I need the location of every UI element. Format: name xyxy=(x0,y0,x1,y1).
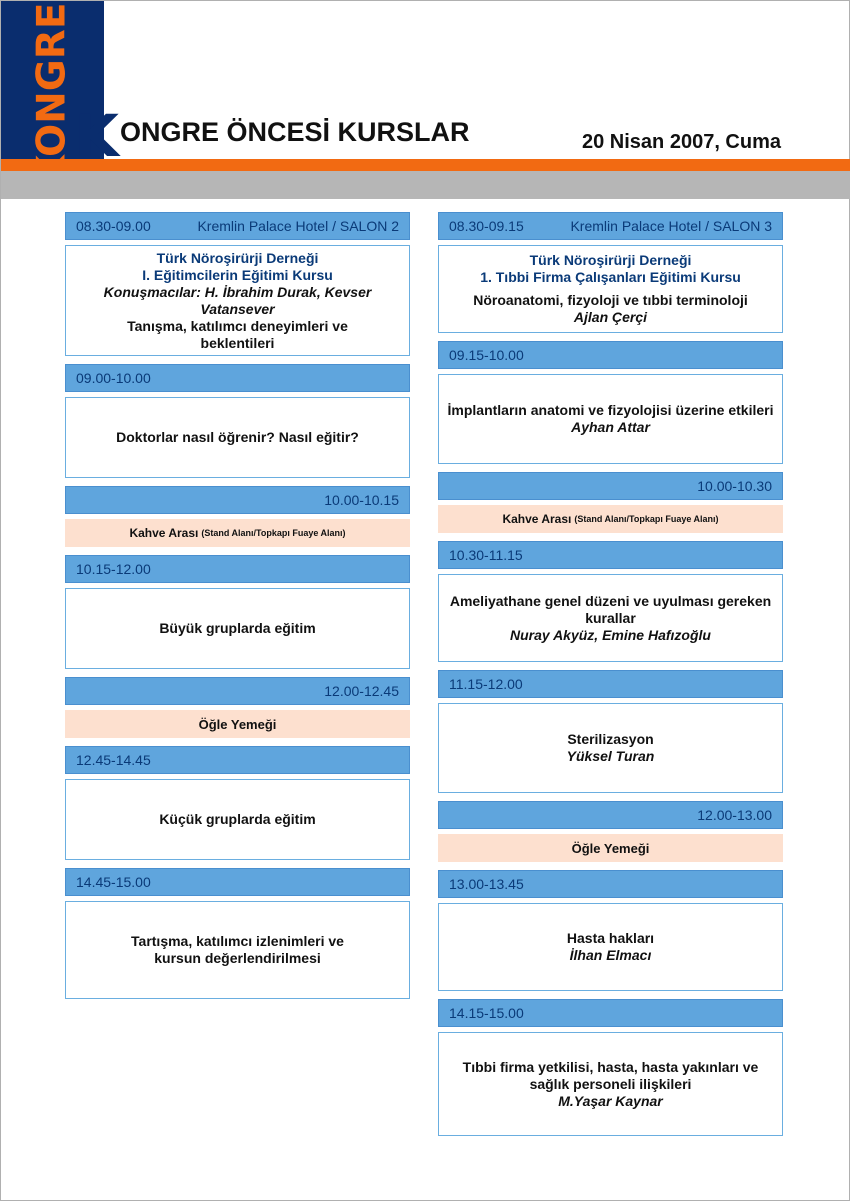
time-slot-bar: 14.15-15.00 xyxy=(438,999,783,1027)
course-title: I. Eğitimcilerin Eğitimi Kursu xyxy=(142,266,333,283)
time-slot-bar: 09.15-10.00 xyxy=(438,341,783,369)
session-topic: Nöroanatomi, fizyoloji ve tıbbi terminol… xyxy=(473,292,748,308)
session-topic: İmplantların anatomi ve fizyolojisi üzer… xyxy=(447,402,774,418)
session-box: İmplantların anatomi ve fizyolojisi üzer… xyxy=(438,374,783,464)
coffee-break-bar: Kahve Arası (Stand Alanı/Topkapı Fuaye A… xyxy=(65,519,410,547)
coffee-break-bar: Kahve Arası (Stand Alanı/Topkapı Fuaye A… xyxy=(438,505,783,533)
time-slot-bar: 11.15-12.00 xyxy=(438,670,783,698)
logo-text: KONGRE xyxy=(29,2,75,169)
lunch-break-bar: Öğle Yemeği xyxy=(438,834,783,862)
time-slot-bar: 10.30-11.15 xyxy=(438,541,783,569)
venue: Kremlin Palace Hotel / SALON 3 xyxy=(570,218,772,234)
time-slot: 13.00-13.45 xyxy=(449,876,524,892)
time-slot-bar: 09.00-10.00 xyxy=(65,364,410,392)
time-slot-bar: 10.00-10.15 xyxy=(65,486,410,514)
venue: Kremlin Palace Hotel / SALON 2 xyxy=(197,218,399,234)
session-topic: Doktorlar nasıl öğrenir? Nasıl eğitir? xyxy=(116,429,359,445)
break-location: (Stand Alanı/Topkapı Fuaye Alanı) xyxy=(201,528,346,538)
speaker: Ajlan Çerçi xyxy=(573,309,648,325)
organizer: Türk Nöroşirürji Derneği xyxy=(529,252,692,268)
speaker: Nuray Akyüz, Emine Hafızoğlu xyxy=(510,626,711,643)
break-location: (Stand Alanı/Topkapı Fuaye Alanı) xyxy=(574,514,719,524)
time-slot: 14.15-15.00 xyxy=(449,1005,524,1021)
session-topic: Tartışma, katılımcı izlenimleri ve xyxy=(131,933,344,949)
session-topic: Ameliyathane genel düzeni ve uyulması ge… xyxy=(449,592,772,626)
session-box: Tartışma, katılımcı izlenimleri ve kursu… xyxy=(65,901,410,999)
session-box: Büyük gruplarda eğitim xyxy=(65,588,410,669)
course-title: 1. Tıbbi Firma Çalışanları Eğitimi Kursu xyxy=(480,269,741,285)
session-box: Ameliyathane genel düzeni ve uyulması ge… xyxy=(438,574,783,662)
kongre-logo: KONGRE xyxy=(1,1,104,169)
session-box: Tıbbi firma yetkilisi, hasta, hasta yakı… xyxy=(438,1032,783,1136)
time-slot-bar: 12.00-13.00 xyxy=(438,801,783,829)
left-program-column: 08.30-09.00 Kremlin Palace Hotel / SALON… xyxy=(65,212,410,1007)
right-program-column: 08.30-09.15 Kremlin Palace Hotel / SALON… xyxy=(438,212,783,1144)
session-box: Doktorlar nasıl öğrenir? Nasıl eğitir? xyxy=(65,397,410,478)
time-slot: 09.15-10.00 xyxy=(449,347,524,363)
time-slot: 10.00-10.15 xyxy=(324,492,399,508)
speaker: İlhan Elmacı xyxy=(569,947,652,963)
time-slot-bar: 14.45-15.00 xyxy=(65,868,410,896)
orange-divider xyxy=(1,159,850,171)
title-initial: K xyxy=(74,102,119,170)
session-topic: Hasta hakları xyxy=(566,930,655,946)
session-topic: Sterilizasyon xyxy=(567,731,654,747)
time-slot: 14.45-15.00 xyxy=(76,874,151,890)
time-slot-bar: 08.30-09.00 Kremlin Palace Hotel / SALON… xyxy=(65,212,410,240)
time-slot-bar: 10.00-10.30 xyxy=(438,472,783,500)
page-title: KONGRE ÖNCESİ KURSLAR xyxy=(74,107,470,165)
time-slot-bar: 08.30-09.15 Kremlin Palace Hotel / SALON… xyxy=(438,212,783,240)
time-slot-bar: 12.45-14.45 xyxy=(65,746,410,774)
speaker: M.Yaşar Kaynar xyxy=(558,1092,663,1109)
gray-band xyxy=(1,171,850,199)
title-text: ONGRE ÖNCESİ KURSLAR xyxy=(119,117,470,147)
session-topic: kursun değerlendirilmesi xyxy=(154,950,321,966)
break-label: Kahve Arası xyxy=(129,526,199,540)
speaker: Ayhan Attar xyxy=(571,419,650,435)
speaker: Yüksel Turan xyxy=(566,748,655,764)
time-slot: 08.30-09.15 xyxy=(449,218,524,234)
session-topic: sağlık personeli ilişkileri xyxy=(529,1075,692,1092)
session-topic: Büyük gruplarda eğitim xyxy=(159,620,316,636)
event-date: 20 Nisan 2007, Cuma xyxy=(582,131,781,153)
session-box: Türk Nöroşirürji Derneği 1. Tıbbi Firma … xyxy=(438,245,783,333)
session-box: Türk Nöroşirürji Derneği I. Eğitimcileri… xyxy=(65,245,410,356)
time-slot: 12.00-13.00 xyxy=(697,807,772,823)
session-topic: beklentileri xyxy=(200,334,275,351)
break-label: Öğle Yemeği xyxy=(571,840,650,856)
time-slot-bar: 13.00-13.45 xyxy=(438,870,783,898)
speakers: Konuşmacılar: H. İbrahim Durak, Kevser V… xyxy=(103,283,372,317)
time-slot-bar: 12.00-12.45 xyxy=(65,677,410,705)
lunch-break-bar: Öğle Yemeği xyxy=(65,710,410,738)
time-slot-bar: 10.15-12.00 xyxy=(65,555,410,583)
organizer: Türk Nöroşirürji Derneği xyxy=(156,249,319,266)
session-box: Hasta hakları İlhan Elmacı xyxy=(438,903,783,991)
time-slot: 11.15-12.00 xyxy=(449,676,523,692)
time-slot: 10.15-12.00 xyxy=(76,561,151,577)
break-label: Kahve Arası xyxy=(502,512,572,526)
time-slot: 12.45-14.45 xyxy=(76,752,151,768)
session-topic: Küçük gruplarda eğitim xyxy=(159,811,316,827)
time-slot: 09.00-10.00 xyxy=(76,370,151,386)
session-topic: Tıbbi firma yetkilisi, hasta, hasta yakı… xyxy=(462,1058,759,1075)
session-topic: Tanışma, katılımcı deneyimleri ve xyxy=(127,317,348,334)
session-box: Sterilizasyon Yüksel Turan xyxy=(438,703,783,793)
break-label: Öğle Yemeği xyxy=(198,716,277,732)
time-slot: 08.30-09.00 xyxy=(76,218,151,234)
session-box: Küçük gruplarda eğitim xyxy=(65,779,410,860)
time-slot: 10.30-11.15 xyxy=(449,547,523,563)
time-slot: 10.00-10.30 xyxy=(697,478,772,494)
time-slot: 12.00-12.45 xyxy=(324,683,399,699)
